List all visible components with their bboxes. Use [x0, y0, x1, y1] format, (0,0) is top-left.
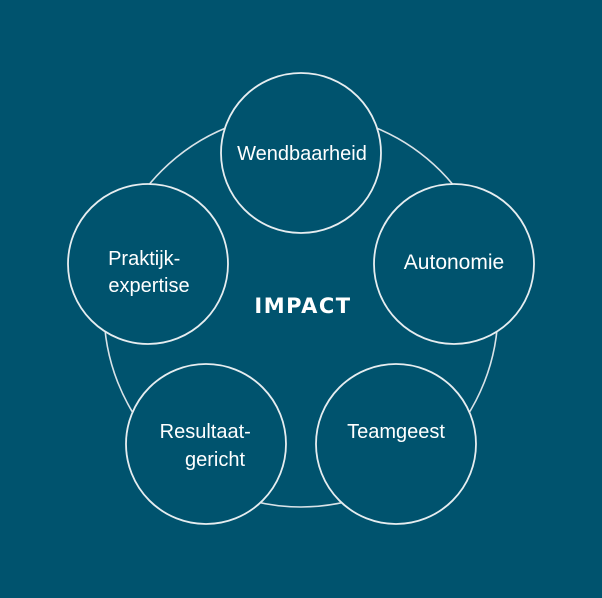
node-praktijkexpertise-circle — [67, 183, 229, 345]
node-resultaatgericht-label: Resultaat- gericht — [160, 421, 257, 471]
node-autonomie: Autonomie — [373, 183, 535, 345]
node-wendbaarheid-label: Wendbaarheid — [237, 143, 367, 165]
node-teamgeest-circle — [315, 363, 477, 525]
node-resultaatgericht: Resultaat- gericht — [125, 363, 287, 525]
node-teamgeest: Teamgeest — [315, 363, 477, 525]
node-autonomie-label: Autonomie — [404, 251, 504, 274]
node-wendbaarheid-circle — [220, 72, 382, 234]
node-wendbaarheid: Wendbaarheid — [220, 72, 382, 234]
node-teamgeest-label: Teamgeest — [347, 421, 445, 443]
center-label: IMPACT — [254, 294, 351, 318]
node-praktijkexpertise: Praktijk- expertise — [67, 183, 229, 345]
node-resultaatgericht-circle — [125, 363, 287, 525]
node-praktijkexpertise-label: Praktijk- expertise — [108, 248, 189, 297]
node-autonomie-circle — [373, 183, 535, 345]
